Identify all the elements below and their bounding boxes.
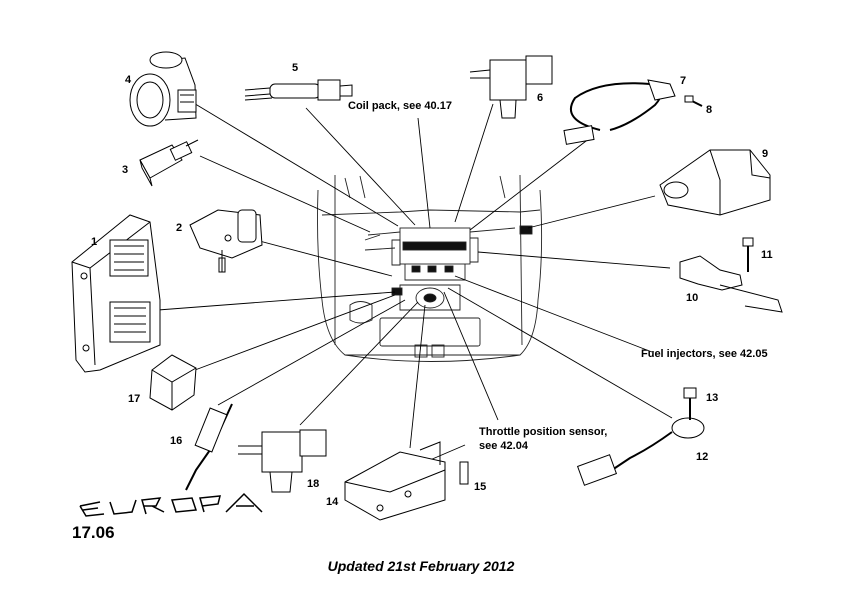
- temperature-sensor-part-3: [139, 139, 199, 187]
- part-number-1: 1: [91, 236, 98, 248]
- relay-part-17: [149, 354, 197, 411]
- part-number-10: 10: [686, 292, 699, 304]
- part-number-13: 13: [706, 392, 719, 404]
- part-number-14: 14: [326, 496, 339, 508]
- sensor-module-part-9: [659, 149, 771, 216]
- part-number-17: 17: [128, 393, 141, 405]
- crank-sensor-part-7: [563, 79, 676, 145]
- sensor-bracket-part-10: [679, 255, 783, 313]
- oxygen-sensor-part-16: [185, 403, 233, 491]
- part-number-12: 12: [696, 451, 709, 463]
- leader-lines: [157, 95, 673, 461]
- ecu-part-1: [71, 214, 161, 373]
- callout-coil-pack: Coil pack, see 40.17: [348, 100, 452, 112]
- map-sensor-part-2: [189, 209, 263, 273]
- bolt-part-13: [683, 387, 697, 420]
- bolt-part-8: [684, 95, 703, 107]
- solenoid-valve-part-18: [238, 429, 327, 493]
- part-number-18: 18: [307, 478, 320, 490]
- part-number-11: 11: [761, 249, 773, 261]
- part-number-6: 6: [537, 92, 544, 104]
- part-number-2: 2: [176, 222, 183, 234]
- callout-throttle-line1: Throttle position sensor,: [479, 426, 608, 438]
- control-housing-part-14: [344, 441, 446, 521]
- part-number-15: 15: [474, 481, 487, 493]
- oxygen-sensor-part-5: [244, 79, 353, 101]
- part-number-7: 7: [680, 75, 687, 87]
- solenoid-valve-part-6: [469, 55, 553, 119]
- footer-updated-date: Updated 21st February 2012: [327, 558, 515, 574]
- callout-throttle-line2: see 42.04: [479, 440, 528, 452]
- part-number-9: 9: [762, 148, 769, 160]
- screw-part-15: [459, 461, 469, 485]
- knock-sensor-part-12: [576, 417, 705, 486]
- part-number-8: 8: [706, 104, 713, 116]
- bolt-part-11: [742, 237, 754, 272]
- part-number-5: 5: [292, 62, 299, 74]
- page-number: 17.06: [72, 523, 115, 542]
- part-number-4: 4: [125, 74, 132, 86]
- europa-logo: [79, 492, 263, 517]
- part-number-3: 3: [122, 164, 129, 176]
- air-sensor-part-4: [129, 51, 197, 127]
- engine-outline: [317, 174, 543, 362]
- callout-fuel-injectors: Fuel injectors, see 42.05: [641, 348, 768, 360]
- part-number-16: 16: [170, 435, 183, 447]
